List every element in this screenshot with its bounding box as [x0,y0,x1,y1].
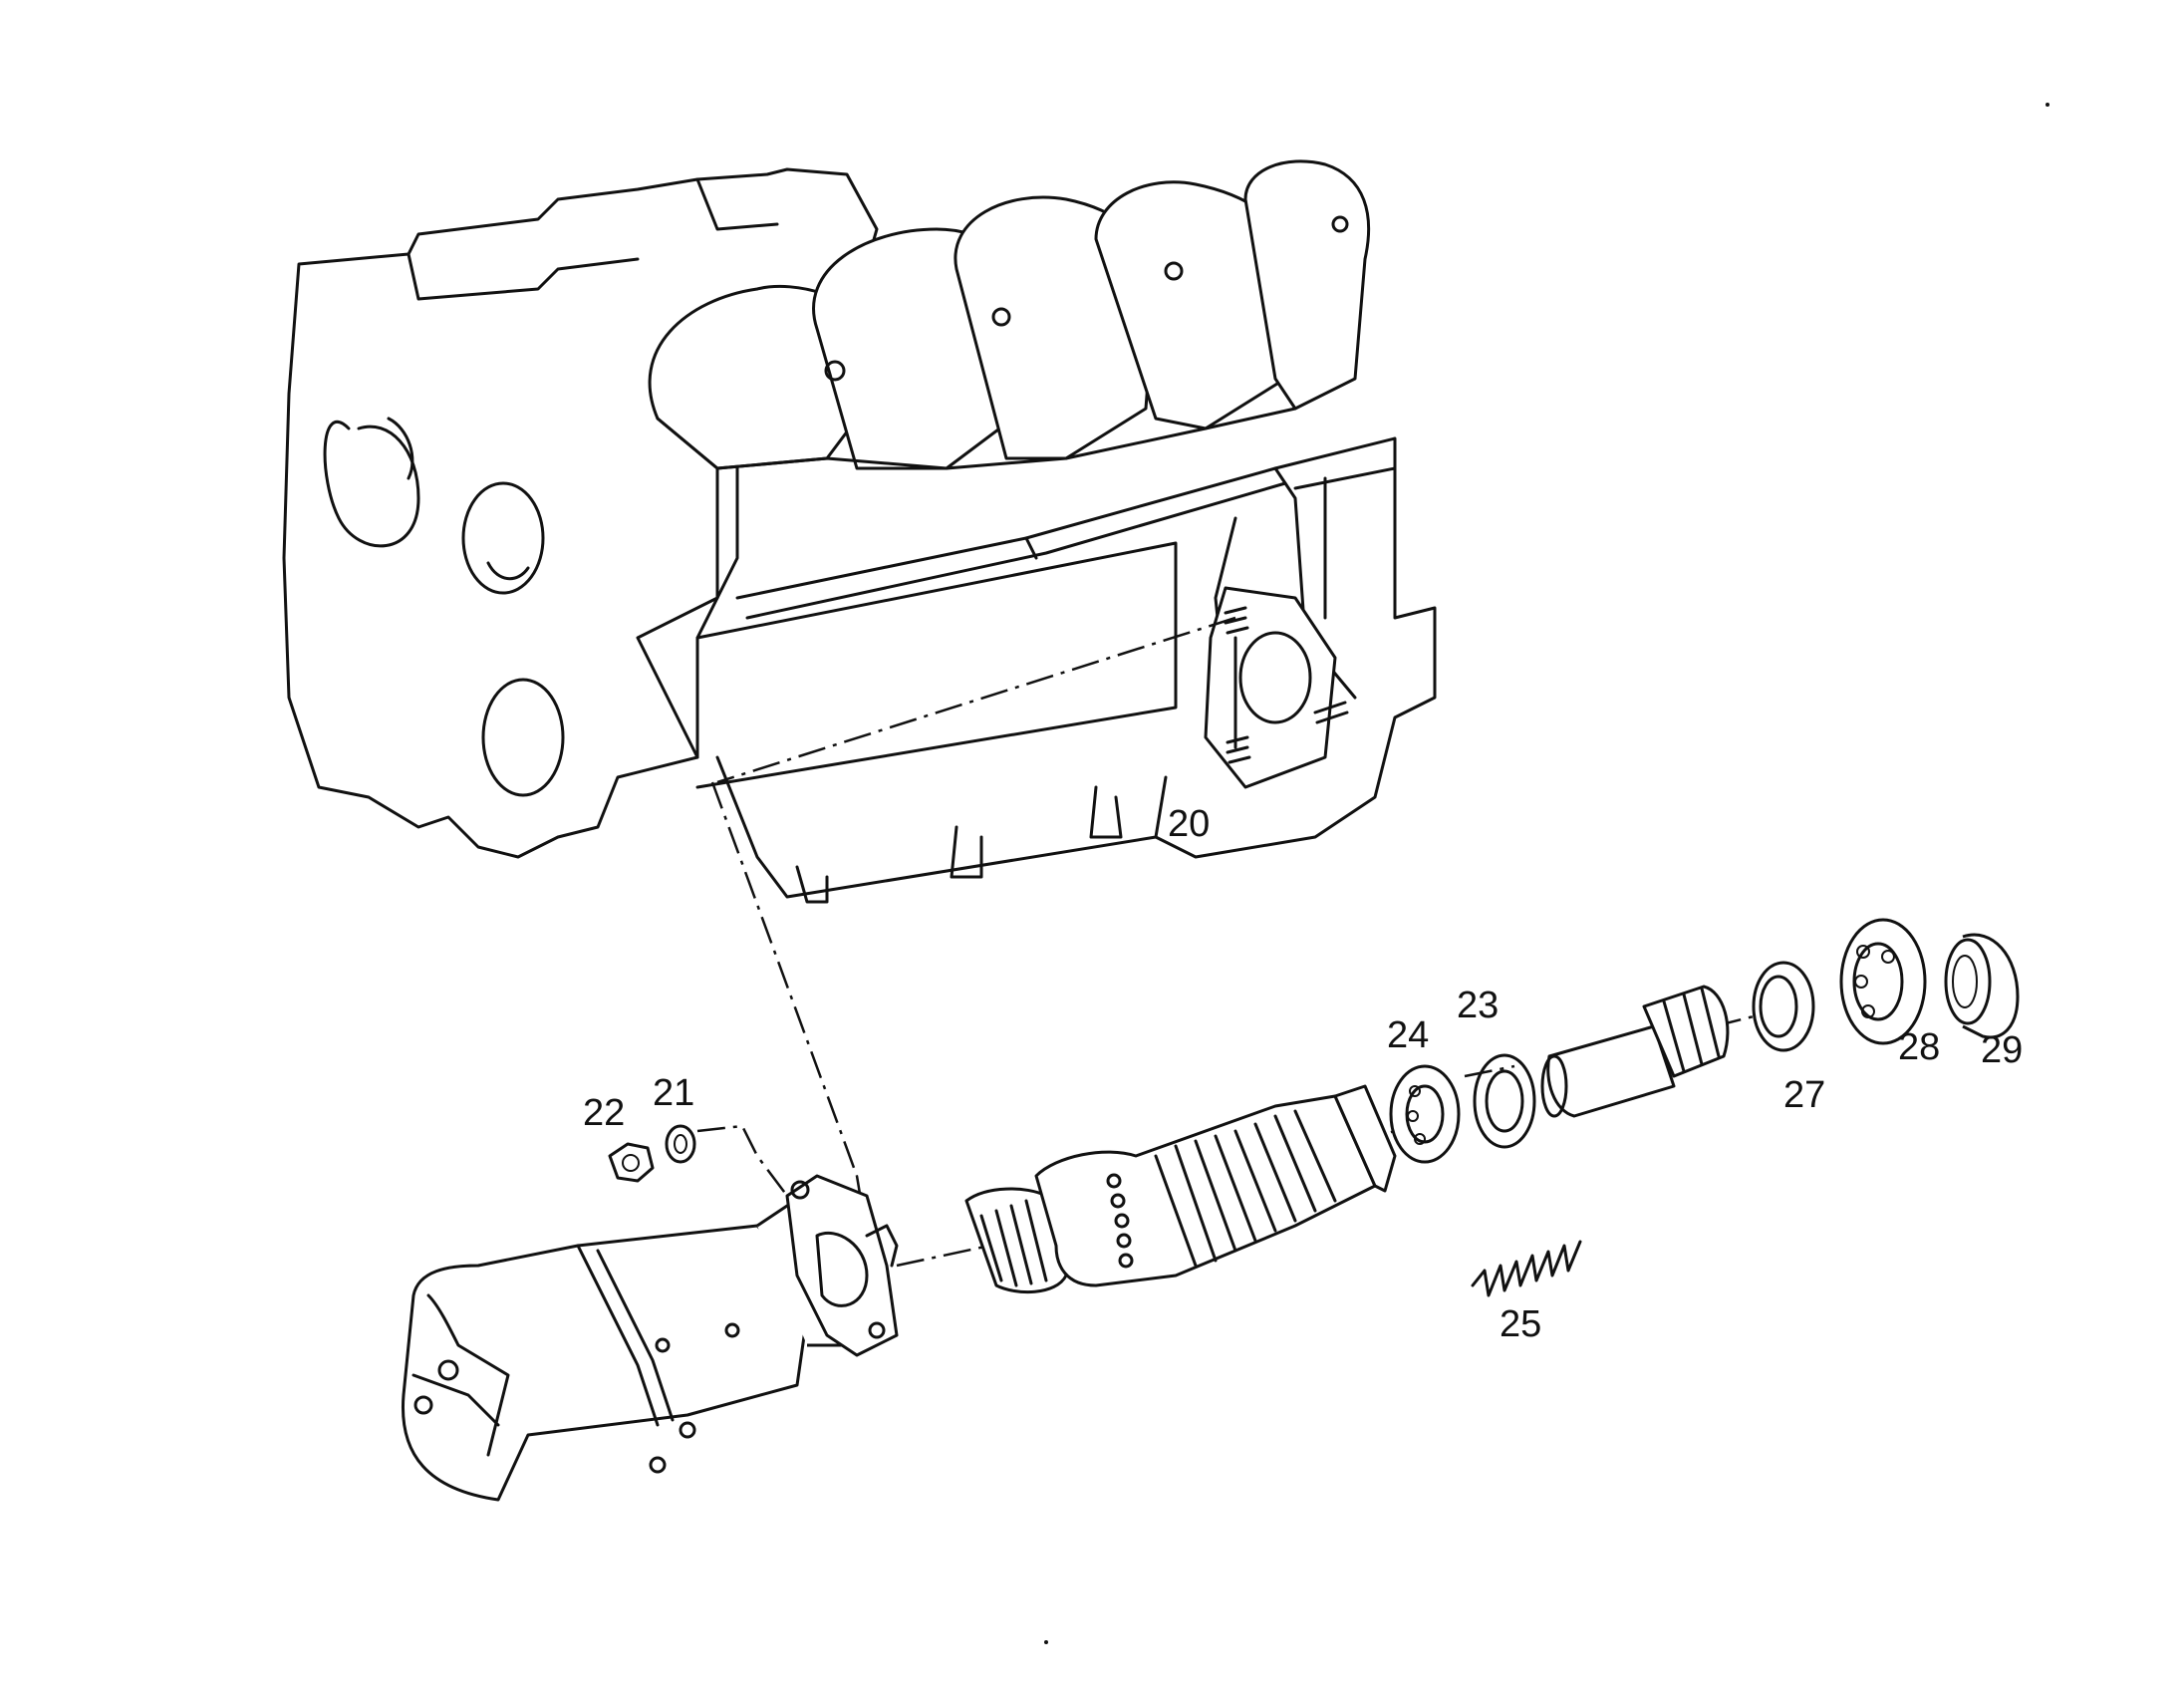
part-27-ring [1752,961,1815,1052]
callout-21: 21 [653,1072,695,1114]
part-29-cap-ring [1944,933,2020,1039]
part-22-nut [608,1142,655,1183]
part-21-lock-washer [665,1124,696,1164]
callout-29: 29 [1981,1029,2024,1071]
speck [1044,1640,1048,1644]
part-24-bearing [1389,1064,1461,1164]
callout-27: 27 [1783,1074,1826,1116]
pinion-shaft [1540,985,1730,1118]
part-28-bearing [1839,918,1927,1045]
speck [2046,103,2049,107]
starter-motor [401,1174,899,1502]
engine-block [282,159,1437,904]
callout-23: 23 [1457,985,1500,1026]
armature [964,1084,1397,1294]
callout-24: 24 [1387,1014,1430,1056]
callout-28: 28 [1898,1026,1941,1068]
part-23-washer [1473,1053,1536,1149]
callout-25: 25 [1500,1303,1542,1345]
callout-22: 22 [583,1092,626,1134]
callout-20: 20 [1168,803,1211,845]
part-25-spring [1471,1240,1582,1297]
